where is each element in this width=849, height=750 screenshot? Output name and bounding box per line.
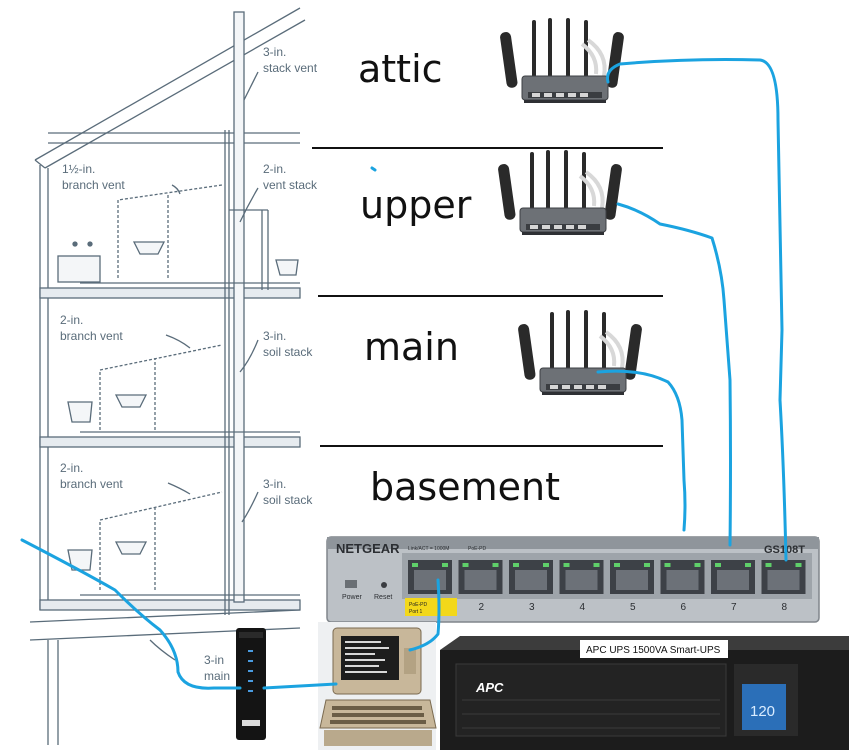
antenna-icon [500, 18, 624, 88]
switch-port-6: 6 [660, 560, 705, 613]
label-drain-size: 3-in [204, 653, 224, 667]
ups-brand: APC [475, 680, 504, 695]
port-led [442, 563, 448, 567]
port-number-label: 7 [731, 602, 737, 613]
wifi-icon [578, 170, 605, 209]
switch-power-label: Power [342, 594, 363, 601]
port-number-label: 6 [681, 602, 687, 613]
switch-port-7: 7 [711, 560, 755, 613]
router-attic [500, 18, 624, 103]
label-main-soil-stack: soil stack [263, 345, 313, 359]
netgear-switch: NETGEAR GS108T Link/ACT = 1000M PoE-PD P… [326, 536, 820, 623]
label-upper-vent-stack-size: 2-in. [263, 162, 286, 176]
router-upper [498, 150, 622, 235]
vintage-computer [318, 622, 437, 750]
label-drain-main: main [204, 669, 230, 683]
port1-badge-line1: PoE-PD [409, 602, 427, 608]
antenna-icon [518, 310, 642, 380]
port-number-label: 3 [529, 602, 535, 613]
label-upper-branch-size: 1½-in. [62, 162, 95, 176]
switch-port-2: 2 [458, 560, 503, 613]
cable-modem [236, 628, 266, 740]
port-led [694, 563, 701, 567]
port-jack [565, 570, 598, 590]
label-stack-vent: stack vent [263, 61, 318, 75]
port-led [745, 563, 751, 567]
wifi-icon [580, 38, 607, 77]
switch-ports: 1 2 3 4 5 6 7 8 [408, 560, 806, 613]
label-main-soil-size: 3-in. [263, 329, 286, 343]
floor-label-upper: upper [360, 183, 472, 227]
ups-label: APC UPS 1500VA Smart-UPS [586, 645, 721, 656]
floor-dividers [312, 147, 663, 447]
cable-upper [616, 202, 732, 547]
label-base-soil-stack: soil stack [263, 493, 313, 507]
floor-label-main: main [364, 325, 459, 369]
cable-switch-to-computer [408, 578, 441, 652]
switch-brand: NETGEAR [336, 541, 400, 556]
router-main [518, 310, 642, 395]
switch-port-5: 5 [610, 560, 654, 613]
port-led [492, 563, 499, 567]
network-cables [20, 58, 788, 690]
port-led [513, 563, 519, 567]
switch-port-3: 3 [509, 560, 553, 613]
label-main-branch-size: 2-in. [60, 313, 83, 327]
port1-badge-line2: Port 1 [409, 609, 423, 615]
port-led [412, 563, 418, 567]
port-led [614, 563, 620, 567]
port-led [593, 563, 600, 567]
label-main-branch-vent: branch vent [60, 329, 123, 343]
floor-label-attic: attic [358, 47, 443, 91]
label-base-branch-size: 2-in. [60, 461, 83, 475]
label-upper-branch-vent: branch vent [62, 178, 125, 192]
label-upper-vent-stack: vent stack [263, 178, 318, 192]
port-led [543, 563, 549, 567]
ups-display-value: 120 [750, 703, 775, 720]
port-jack [666, 570, 699, 590]
port-led [462, 563, 469, 567]
port-number-label: 2 [479, 602, 485, 613]
plumbing-labels: 3-in. stack vent 1½-in. branch vent 2-in… [60, 45, 318, 683]
port-led [563, 563, 570, 567]
cable-attic [606, 58, 788, 562]
cable-incoming [20, 538, 242, 690]
wifi-icon [598, 330, 625, 369]
port-jack [515, 570, 547, 590]
label-base-branch-vent: branch vent [60, 477, 123, 491]
switch-port-1: 1 [408, 560, 452, 594]
label-stack-vent-size: 3-in. [263, 45, 286, 59]
apc-ups: APC UPS 1500VA Smart-UPS APC 120 [440, 636, 849, 750]
port-jack [414, 570, 446, 590]
switch-port-4: 4 [559, 560, 604, 613]
switch-reset-label: Reset [374, 594, 392, 601]
switch-poe-header: PoE-PD [468, 546, 486, 552]
port-jack [616, 570, 648, 590]
floor-label-basement: basement [370, 465, 560, 509]
cable-stub [370, 166, 377, 172]
port-led [795, 563, 802, 567]
port-led [664, 563, 671, 567]
port-number-label: 8 [782, 602, 788, 613]
cable-main [596, 369, 687, 532]
port-number-label: 4 [580, 602, 586, 613]
port-jack [464, 570, 497, 590]
port-number-label: 5 [630, 602, 636, 613]
switch-port-8: 8 [761, 560, 806, 613]
port-jack [717, 570, 749, 590]
switch-port-header: Link/ACT = 1000M [408, 546, 449, 552]
label-base-soil-size: 3-in. [263, 477, 286, 491]
cable-modem-to-computer [262, 682, 338, 690]
port-led [644, 563, 650, 567]
antenna-icon [498, 150, 622, 220]
port-led [765, 563, 772, 567]
port-jack [767, 570, 800, 590]
port-led [715, 563, 721, 567]
